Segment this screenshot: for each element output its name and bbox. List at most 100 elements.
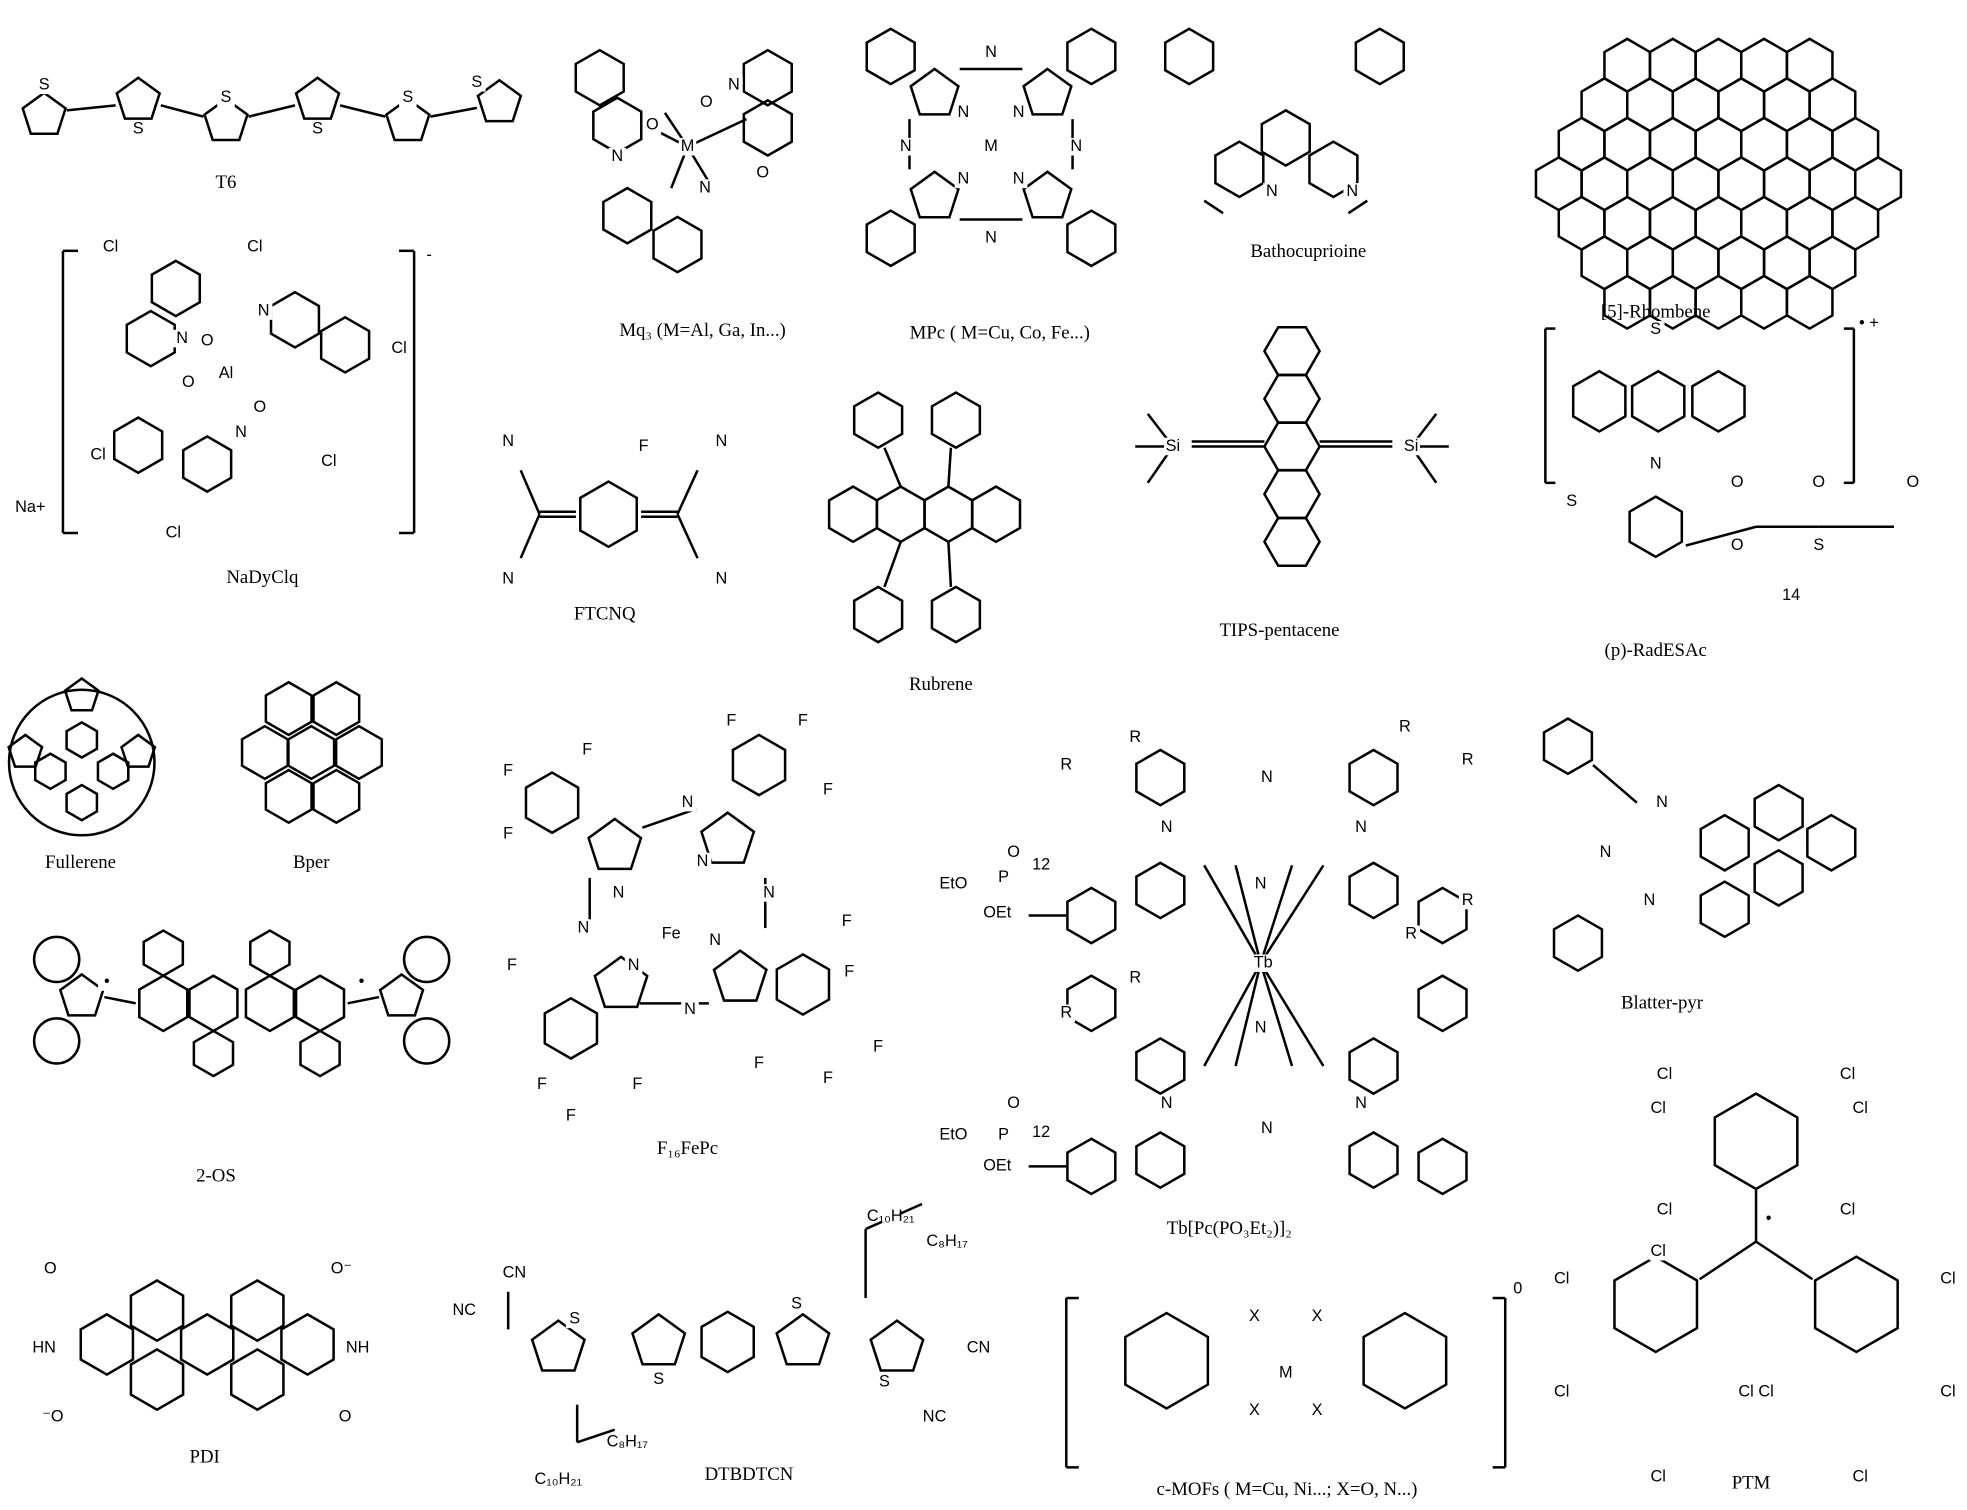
atom-label: O: [1007, 1094, 1020, 1112]
benzene-ring: [1262, 373, 1322, 425]
benzene-ring: [312, 680, 361, 737]
benzene-ring: [700, 1310, 755, 1374]
five-membered-ring: [593, 955, 649, 1009]
atom-label: O: [756, 163, 769, 181]
bond-line: [1234, 962, 1262, 1067]
atom-label: F: [537, 1075, 547, 1093]
atom-label-background: [348, 1339, 367, 1357]
benzene-ring: [294, 974, 346, 1033]
atom-label-background: [308, 120, 327, 138]
atom-label-background: [925, 1408, 944, 1426]
atom-label-background: [1728, 536, 1747, 555]
atom-label-background: [1057, 1004, 1076, 1023]
atom-label: N: [958, 170, 970, 188]
atom-label: F: [507, 956, 517, 974]
atom-label-background: [628, 1076, 647, 1094]
benzene-ring: [970, 485, 1022, 544]
molecule-rubrene: Rubrene: [827, 391, 1022, 695]
five-membered-ring: [115, 76, 162, 120]
atom-label-background: [1596, 844, 1615, 862]
molecule-name-label: TIPS-pentacene: [1219, 620, 1339, 641]
benzene-ring: [579, 480, 638, 549]
atom-label: Tb: [1254, 954, 1273, 972]
atom-label-background: [1646, 321, 1665, 339]
atom-label: N: [502, 432, 514, 450]
atom-label-background: [254, 302, 273, 320]
five-membered-ring: [384, 97, 431, 142]
bond-line: [676, 469, 699, 515]
atom-label-background: [1838, 1066, 1857, 1084]
molecule-name-label: PDI: [190, 1446, 220, 1467]
atom-label: F: [823, 1069, 833, 1087]
benzene-ring: [827, 485, 879, 544]
ring-outline: [402, 935, 451, 984]
atom-label-background: [332, 1260, 351, 1278]
atom-label-background: [1562, 492, 1581, 511]
atom-label-background: [649, 1370, 668, 1389]
atom-label-background: [1728, 474, 1747, 492]
benzene-ring: [524, 771, 580, 835]
atom-label: Na+: [15, 498, 45, 516]
benzene-ring: [865, 27, 916, 86]
benzene-ring: [742, 48, 793, 107]
atom-label: S: [791, 1295, 802, 1313]
atom-label: R: [1060, 755, 1072, 773]
atom-label-background: [352, 973, 371, 991]
bond-line: [1592, 764, 1638, 804]
benzene-ring: [1262, 421, 1322, 472]
atom-label-background: [232, 423, 250, 442]
atom-label: Cl: [1651, 1468, 1666, 1486]
benzene-ring: [742, 98, 793, 157]
atom-label-background: [712, 570, 731, 589]
atom-label-background: [697, 94, 716, 112]
atom-label-background: [549, 1471, 568, 1489]
bond-line: [1755, 1240, 1814, 1281]
molecule-name-label: FTCNQ: [574, 604, 636, 625]
atom-label: X: [1249, 1401, 1260, 1419]
atom-label: Cl: [1554, 1382, 1569, 1400]
atom-label: O: [44, 1260, 57, 1278]
atom-label: N: [682, 793, 694, 811]
benzene-ring: [1542, 717, 1594, 776]
five-membered-ring: [630, 1312, 687, 1366]
atom-label-background: [1860, 314, 1878, 333]
atom-label-background: [336, 1408, 354, 1426]
atom-label: Cl: [1852, 1099, 1867, 1117]
atom-label-background: [21, 499, 40, 517]
atom-label-background: [608, 147, 627, 166]
atom-label: N: [1266, 182, 1278, 200]
atom-label-background: [1508, 1280, 1527, 1299]
benzene-ring: [930, 585, 982, 644]
atom-label-background: [609, 884, 628, 902]
atom-label-background: [1343, 183, 1361, 201]
benzene-ring: [1066, 209, 1117, 268]
atom-label: EtO: [939, 1125, 967, 1143]
atom-label-background: [869, 1038, 887, 1056]
five-membered-ring: [587, 817, 643, 871]
molecule-rhombene: [5]-Rhombene: [1534, 37, 1903, 331]
molecule-name-label: Blatter-pyr: [1621, 992, 1704, 1013]
benzene-ring: [1308, 140, 1359, 199]
atom-label: Cl: [103, 237, 118, 255]
atom-label: N: [1261, 768, 1273, 786]
bond-line: [519, 513, 541, 559]
atom-label-background: [1851, 1468, 1869, 1487]
atom-label-background: [217, 364, 235, 383]
atom-label: N: [1261, 1119, 1273, 1137]
atom-label-background: [578, 741, 596, 759]
benzene-ring: [1135, 748, 1186, 807]
benzene-ring: [1262, 325, 1322, 377]
benzene-ring: [1262, 468, 1322, 520]
atom-label-background: [420, 247, 438, 265]
benzene-ring: [129, 1279, 185, 1343]
benzene-ring: [1417, 974, 1468, 1033]
five-membered-ring: [775, 1312, 831, 1366]
molecule-twoos: ••2-OS: [32, 929, 451, 1186]
atom-label: O: [339, 1408, 352, 1426]
atom-label: N: [1161, 1094, 1173, 1112]
benzene-ring: [923, 485, 974, 544]
atom-label: R: [1462, 750, 1474, 768]
